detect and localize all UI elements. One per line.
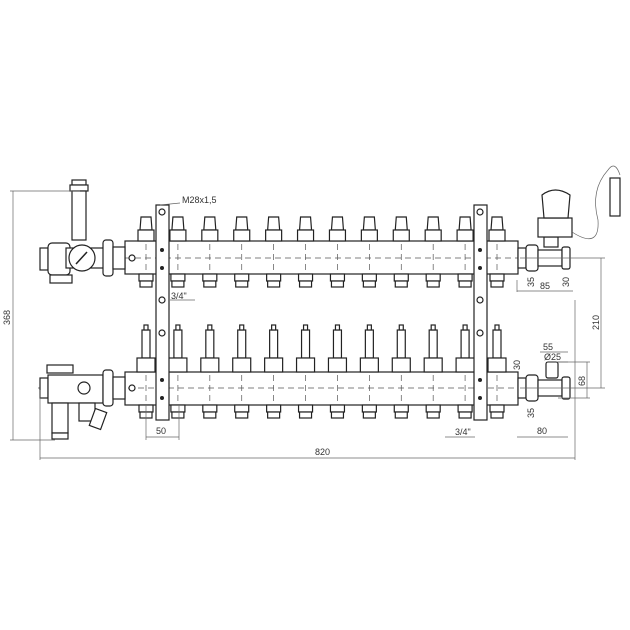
flowmeter-icon[interactable] bbox=[141, 329, 151, 359]
outlet bbox=[423, 216, 443, 419]
bottom-right-f-label: 80 bbox=[537, 426, 547, 436]
supply-inlet-assembly bbox=[39, 179, 126, 284]
pipe-bottom-label: 3/4" bbox=[455, 427, 471, 437]
top-right-b-label: 85 bbox=[540, 281, 550, 291]
outlet bbox=[327, 216, 348, 419]
valve-cap-icon[interactable] bbox=[362, 216, 377, 231]
flowmeter-icon[interactable] bbox=[332, 329, 343, 359]
flowmeter-icon[interactable] bbox=[173, 329, 183, 359]
outlet bbox=[391, 216, 411, 419]
flowmeter-icon[interactable] bbox=[492, 329, 502, 359]
outlet bbox=[264, 216, 284, 419]
flowmeter-icon[interactable] bbox=[205, 329, 215, 359]
valve-cap-icon[interactable] bbox=[458, 216, 472, 231]
outlet bbox=[136, 216, 156, 419]
valve-cap-icon[interactable] bbox=[426, 216, 440, 231]
flowmeter-icon[interactable] bbox=[396, 329, 406, 359]
bottom-right-b-label: Ø25 bbox=[544, 352, 561, 362]
return-outlet-assembly bbox=[39, 364, 126, 440]
dimensions bbox=[10, 190, 605, 460]
bottom-right-d-label: 68 bbox=[577, 376, 587, 386]
valve-cap-icon[interactable] bbox=[235, 216, 249, 231]
supply-bar bbox=[124, 240, 519, 275]
valve-cap-icon[interactable] bbox=[171, 216, 185, 231]
sensor-bulb bbox=[609, 177, 621, 217]
flowmeter-icon[interactable] bbox=[364, 329, 374, 359]
outlet-spacing-label: 50 bbox=[156, 426, 166, 436]
flowmeter-icon[interactable] bbox=[428, 329, 438, 359]
top-right-a-label: 35 bbox=[526, 277, 536, 287]
outlet bbox=[232, 216, 252, 419]
thermostatic-valve-assembly bbox=[517, 165, 621, 272]
outlet bbox=[487, 216, 507, 419]
total-height-label: 368 bbox=[2, 310, 12, 325]
valve-cap-icon[interactable] bbox=[203, 216, 217, 231]
total-width-label: 820 bbox=[315, 447, 330, 457]
pipe-top-label: 3/4" bbox=[171, 291, 187, 301]
outlet bbox=[359, 216, 379, 419]
outlet bbox=[200, 216, 220, 419]
valve-cap-icon[interactable] bbox=[490, 216, 504, 231]
flowmeter-icon[interactable] bbox=[460, 329, 470, 359]
mounting-bracket-right bbox=[473, 204, 488, 421]
bottom-right-e-label: 35 bbox=[526, 408, 536, 418]
mounting-bracket-left bbox=[155, 204, 170, 421]
outlet bbox=[168, 216, 188, 419]
return-bar bbox=[124, 371, 519, 406]
valve-cap-icon[interactable] bbox=[330, 216, 345, 231]
top-right-c-label: 30 bbox=[561, 277, 571, 287]
valve-cap-icon[interactable] bbox=[394, 216, 408, 231]
flowmeter-icon[interactable] bbox=[300, 329, 311, 359]
outlet bbox=[295, 216, 316, 419]
valve-cap-icon[interactable] bbox=[266, 216, 281, 231]
outlet bbox=[455, 216, 475, 419]
bottom-right-a-label: 55 bbox=[543, 342, 553, 352]
bar-spacing-label: 210 bbox=[591, 315, 601, 330]
valve-cap-icon[interactable] bbox=[298, 216, 313, 231]
return-valve-assembly bbox=[517, 361, 571, 402]
thread-label: M28x1,5 bbox=[182, 195, 217, 205]
valve-cap-icon[interactable] bbox=[139, 216, 153, 231]
flowmeter-icon[interactable] bbox=[269, 329, 279, 359]
flowmeter-icon[interactable] bbox=[237, 329, 247, 359]
bottom-right-c-label: 30 bbox=[512, 360, 522, 370]
